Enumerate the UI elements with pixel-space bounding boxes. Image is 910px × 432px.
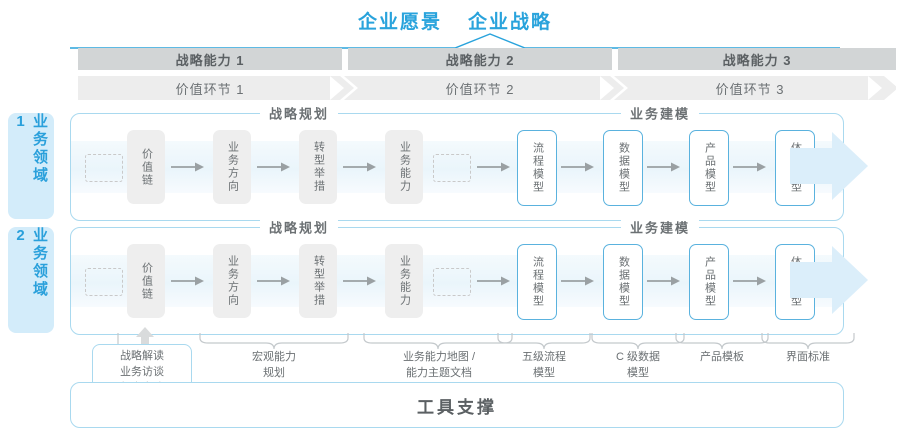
row-1-node-process-model-label: 流程模型	[531, 142, 544, 194]
row-2-planning-line-right	[349, 227, 417, 229]
tool-upward-arrow-icon	[136, 327, 154, 347]
row-2-node-business-direction[interactable]: 业务方向	[213, 244, 251, 318]
value-chain-label-1: 价值环节 1	[175, 81, 245, 97]
row-1-node-transformation-label: 转型举措	[312, 141, 325, 193]
row-2-node-transformation-label: 转型举措	[312, 255, 325, 307]
row-2-node-value-chain-label: 价值链	[140, 261, 153, 301]
value-chain-label-3: 价值环节 3	[715, 81, 785, 97]
tool-label-4: C 级数据 模型	[616, 351, 660, 379]
row-1-node-data-model-label: 数据模型	[617, 142, 630, 194]
row-1-modeling-line-left	[541, 113, 609, 115]
row-1-modeling-line-right	[711, 113, 779, 115]
tool-label-5: 产品模板	[700, 351, 744, 363]
row-1-node-business-direction-label: 业务方向	[226, 141, 239, 193]
row-2-node-data-model[interactable]: 数据模型	[603, 244, 643, 320]
value-chain-notch-end	[868, 76, 898, 100]
value-chain-notch-1	[330, 76, 358, 100]
row-2-flow-direction-arrow-icon	[790, 246, 868, 314]
tool-support-footer: 工具支撑	[70, 382, 844, 428]
row-2-node-transformation[interactable]: 转型举措	[299, 244, 337, 318]
capability-label-3: 战略能力 3	[722, 52, 792, 68]
row-2-arrow-7-icon	[733, 276, 766, 286]
row-1-placeholder-mid	[433, 154, 471, 182]
tool-bracket-1-icon	[199, 333, 349, 350]
row-1-node-business-capability[interactable]: 业务能力	[385, 130, 423, 204]
capability-bar-2: 战略能力 2	[348, 48, 612, 70]
row-1-node-product-model-label: 产品模型	[703, 142, 716, 194]
tool-label-1: 宏观能力 规划	[252, 351, 296, 379]
row-2-node-business-direction-label: 业务方向	[226, 255, 239, 307]
tool-support-label: 工具支撑	[417, 397, 497, 417]
row-1-planning-line-left	[181, 113, 249, 115]
row-1-arrow-1-icon	[171, 162, 204, 172]
tool-label-3: 五级流程 模型	[522, 351, 566, 379]
enterprise-strategy-title: 企业战略	[468, 11, 553, 33]
row-1-node-process-model[interactable]: 流程模型	[517, 130, 557, 206]
row-1-placeholder-start	[85, 154, 123, 182]
tool-bracket-5-icon	[675, 333, 769, 350]
value-chain-label-2: 价值环节 2	[445, 81, 515, 97]
row-1-arrow-6-icon	[647, 162, 680, 172]
business-domain-1-label: 业务领域 1	[12, 113, 48, 185]
row-1-arrow-4-icon	[477, 162, 510, 172]
row-1-section-modeling: 业务建模	[620, 103, 700, 123]
row-1-arrow-2-icon	[257, 162, 290, 172]
row-1-arrow-3-icon	[343, 162, 376, 172]
row-2-node-data-model-label: 数据模型	[617, 256, 630, 308]
row-2-modeling-line-right	[711, 227, 779, 229]
row-2-arrow-4-icon	[477, 276, 510, 286]
value-chain-notch-2	[600, 76, 628, 100]
row-2-node-product-model-label: 产品模型	[703, 256, 716, 308]
row-2-node-business-capability[interactable]: 业务能力	[385, 244, 423, 318]
domain-row-2: 战略规划 业务建模 价值链 业务方向 转型举措 业务能力	[70, 217, 847, 335]
row-1-planning-line-right	[349, 113, 417, 115]
row-2-arrow-6-icon	[647, 276, 680, 286]
row-1-flow-direction-arrow-icon	[790, 132, 868, 200]
enterprise-vision-title: 企业愿景	[357, 11, 442, 33]
row-2-node-value-chain[interactable]: 价值链	[127, 244, 165, 318]
row-2-section-modeling: 业务建模	[620, 217, 700, 237]
row-2-arrow-3-icon	[343, 276, 376, 286]
tool-bracket-6-icon	[761, 333, 855, 350]
capability-label-1: 战略能力 1	[175, 52, 245, 68]
row-1-arrow-5-icon	[561, 162, 594, 172]
capability-label-2: 战略能力 2	[445, 52, 515, 68]
sidebar-item-business-domain-2[interactable]: 业务领域 2	[8, 227, 54, 333]
business-domain-2-label: 业务领域 2	[12, 227, 48, 299]
row-1-node-business-direction[interactable]: 业务方向	[213, 130, 251, 204]
row-2-node-process-model[interactable]: 流程模型	[517, 244, 557, 320]
tool-bracket-2-icon	[363, 333, 513, 350]
row-1-node-transformation[interactable]: 转型举措	[299, 130, 337, 204]
row-1-node-value-chain[interactable]: 价值链	[127, 130, 165, 204]
row-2-arrow-1-icon	[171, 276, 204, 286]
row-1-section-planning: 战略规划	[259, 103, 339, 123]
sidebar-item-business-domain-1[interactable]: 业务领域 1	[8, 113, 54, 219]
row-1-node-data-model[interactable]: 数据模型	[603, 130, 643, 206]
row-2-placeholder-start	[85, 268, 123, 296]
row-2-node-business-capability-label: 业务能力	[398, 255, 411, 307]
row-2-modeling-line-left	[541, 227, 609, 229]
tool-label-6: 界面标准	[786, 351, 830, 363]
tool-bracket-3-icon	[497, 333, 591, 350]
row-2-node-process-model-label: 流程模型	[531, 256, 544, 308]
capability-bar-1: 战略能力 1	[78, 48, 342, 70]
domain-row-1: 战略规划 业务建模 价值链 业务方向 转型举措 业务能力	[70, 103, 847, 221]
tool-label-2: 业务能力地图 / 能力主题文档	[402, 351, 476, 379]
vision-strategy-header: 企业愿景 企业战略	[0, 6, 910, 34]
row-1-node-product-model[interactable]: 产品模型	[689, 130, 729, 206]
row-2-arrow-5-icon	[561, 276, 594, 286]
value-chain-band	[78, 76, 896, 100]
row-1-arrow-7-icon	[733, 162, 766, 172]
row-2-arrow-2-icon	[257, 276, 290, 286]
row-2-planning-line-left	[181, 227, 249, 229]
row-1-node-value-chain-label: 价值链	[140, 147, 153, 187]
capability-bar-3: 战略能力 3	[618, 48, 896, 70]
row-2-node-product-model[interactable]: 产品模型	[689, 244, 729, 320]
row-1-node-business-capability-label: 业务能力	[398, 141, 411, 193]
row-2-section-planning: 战略规划	[259, 217, 339, 237]
row-2-placeholder-mid	[433, 268, 471, 296]
